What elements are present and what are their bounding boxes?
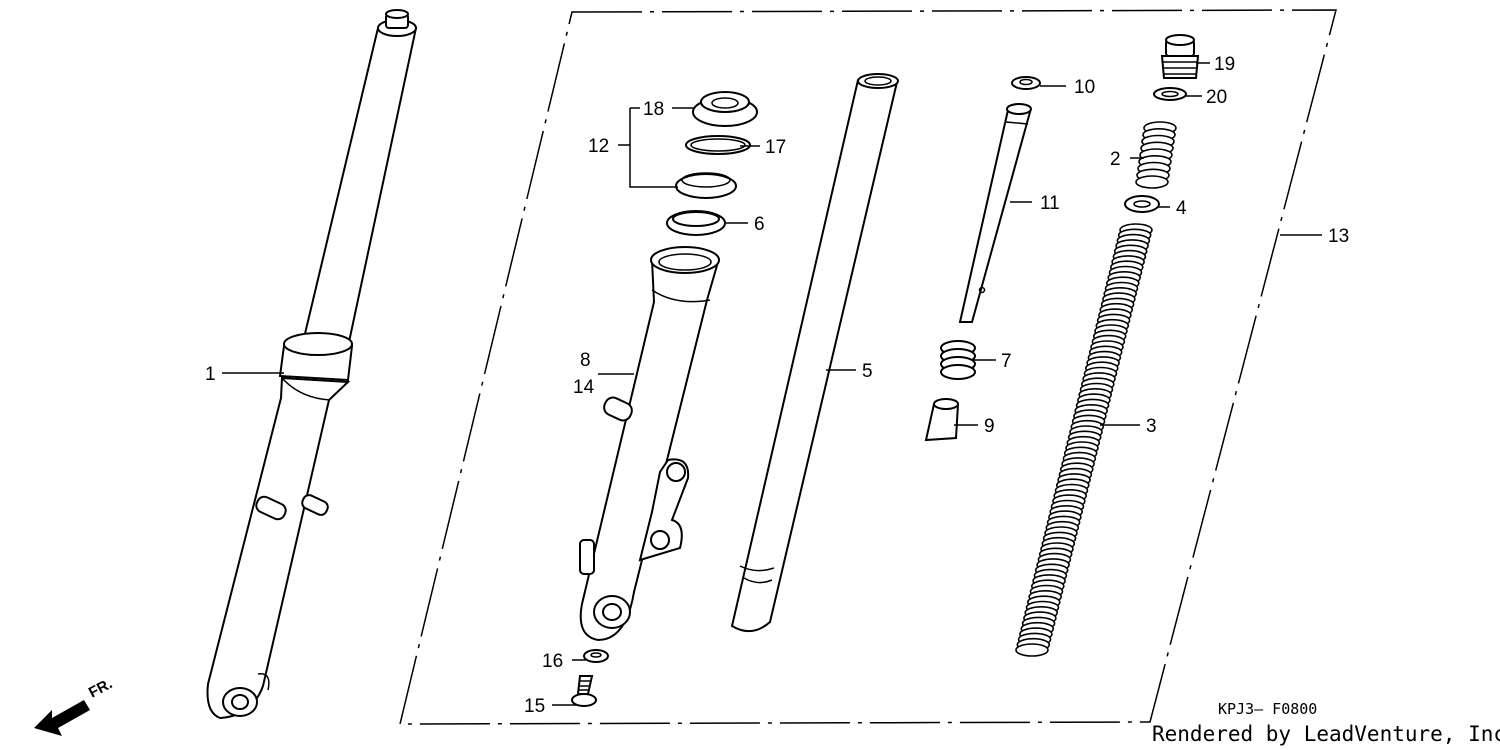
- part-socket-bolt[interactable]: [571, 675, 597, 707]
- callout-1[interactable]: 1: [205, 364, 216, 385]
- credit-text: Rendered by LeadVenture, Inc.: [1152, 722, 1500, 746]
- part-seal-clip[interactable]: [685, 135, 751, 155]
- direction-label: FR.: [86, 675, 115, 701]
- assembly-frame: [399, 9, 1337, 725]
- part-spring-collar[interactable]: [1135, 121, 1177, 189]
- callout-17[interactable]: 17: [765, 137, 786, 158]
- callout-12[interactable]: 12: [588, 136, 609, 157]
- part-sealing-washer[interactable]: [583, 649, 609, 663]
- part-fork-pipe[interactable]: [730, 73, 899, 633]
- part-oil-lock-piece[interactable]: [924, 398, 960, 442]
- callout-15[interactable]: 15: [524, 696, 545, 717]
- callout-16[interactable]: 16: [542, 651, 563, 672]
- part-fork-assembly[interactable]: [206, 9, 418, 720]
- part-o-ring[interactable]: [1153, 87, 1187, 101]
- part-dust-seal[interactable]: [692, 91, 758, 127]
- leader-lines: [222, 62, 1322, 706]
- callout-11[interactable]: 11: [1040, 193, 1060, 214]
- callout-18[interactable]: 18: [643, 99, 664, 120]
- callout-14[interactable]: 14: [573, 377, 595, 398]
- part-fork-slider[interactable]: [579, 246, 720, 642]
- callout-19[interactable]: 19: [1214, 54, 1235, 75]
- callout-labels: 1 2 3 4 5 6 7 8 9 10 11 12 13 14 15 16 1…: [205, 54, 1349, 717]
- callout-3[interactable]: 3: [1146, 416, 1157, 437]
- callout-9[interactable]: 9: [984, 416, 995, 437]
- callout-20[interactable]: 20: [1206, 87, 1227, 108]
- part-piston-ring[interactable]: [1011, 76, 1041, 90]
- part-back-up-ring[interactable]: [666, 210, 726, 236]
- part-fork-bolt[interactable]: [1160, 34, 1200, 79]
- callout-6[interactable]: 6: [754, 214, 765, 235]
- callout-10[interactable]: 10: [1074, 77, 1095, 98]
- part-fork-spring[interactable]: [1015, 223, 1153, 657]
- part-damper-rod[interactable]: [958, 103, 1032, 323]
- callout-13[interactable]: 13: [1328, 226, 1349, 247]
- part-oil-seal[interactable]: [675, 172, 737, 199]
- diagram-code: KPJ3— F0800: [1218, 700, 1317, 718]
- part-rebound-spring[interactable]: [940, 340, 976, 380]
- callout-2[interactable]: 2: [1110, 149, 1121, 170]
- front-direction-arrow-icon: FR.: [34, 675, 115, 736]
- callout-7[interactable]: 7: [1001, 351, 1012, 372]
- part-spring-seat[interactable]: [1124, 195, 1160, 213]
- callout-5[interactable]: 5: [862, 361, 873, 382]
- callout-8[interactable]: 8: [580, 350, 591, 371]
- callout-4[interactable]: 4: [1176, 198, 1187, 219]
